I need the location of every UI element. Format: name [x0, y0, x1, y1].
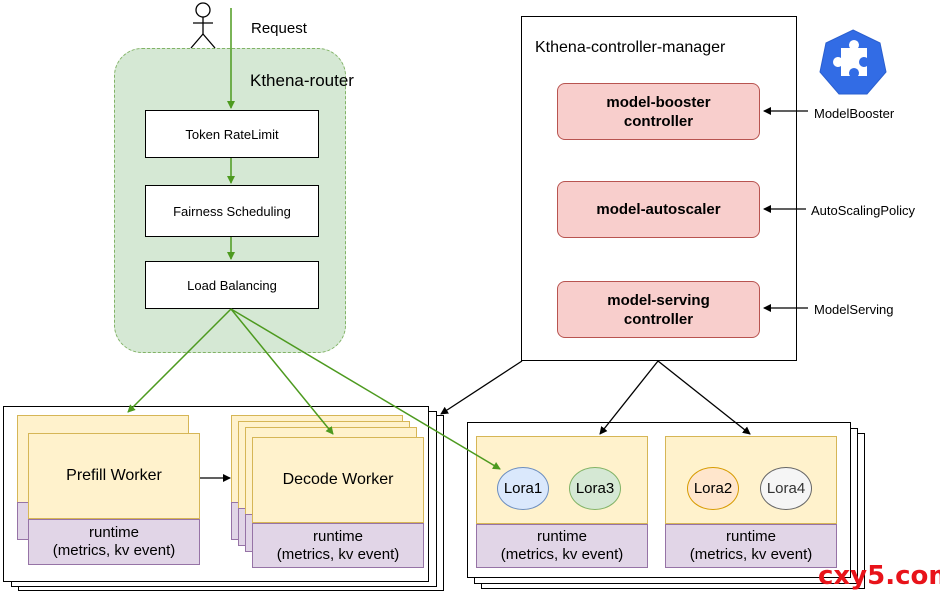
watermark-text: cxy5.com	[818, 561, 940, 591]
lb-to-prefill-arrow	[127, 308, 232, 413]
controller-to-lora-right-arrow	[657, 360, 751, 435]
lb-to-lora-arrow	[230, 308, 501, 470]
crd-modelserving-label: ModelServing	[814, 302, 894, 317]
crd-autoscalingpolicy-label: AutoScalingPolicy	[811, 203, 916, 218]
decode-runtime: runtime (metrics, kv event)	[252, 523, 424, 568]
request-label: Request	[251, 20, 307, 37]
model-autoscaler: model-autoscaler	[557, 181, 760, 238]
decode-worker: Decode Worker	[252, 437, 424, 523]
crd-modelbooster-label: ModelBooster	[814, 106, 895, 121]
model-serving-controller: model-serving controller	[557, 281, 760, 338]
lora1-adapter: Lora1	[497, 467, 549, 510]
router-title: Kthena-router	[250, 71, 354, 90]
fairness-scheduling-box: Fairness Scheduling	[145, 185, 319, 237]
kubernetes-puzzle-icon	[819, 29, 887, 95]
stick-figure-icon	[190, 2, 216, 49]
prefill-worker: Prefill Worker	[28, 433, 200, 519]
lb-to-decode-arrow	[230, 308, 334, 435]
lora2-adapter: Lora2	[687, 467, 739, 510]
model-booster-controller: model-booster controller	[557, 83, 760, 140]
lora-runtime-left: runtime (metrics, kv event)	[476, 524, 648, 568]
prefill-runtime: runtime (metrics, kv event)	[28, 519, 200, 565]
load-balancing-box: Load Balancing	[145, 261, 319, 309]
controller-to-pd-arrow	[440, 360, 523, 415]
lora-runtime-right: runtime (metrics, kv event)	[665, 524, 837, 568]
controller-to-lora-left-arrow	[599, 360, 659, 435]
token-ratelimit-box: Token RateLimit	[145, 110, 319, 158]
controller-manager-title: Kthena-controller-manager	[535, 39, 726, 56]
lora3-adapter: Lora3	[569, 467, 621, 510]
lora4-adapter: Lora4	[760, 467, 812, 510]
